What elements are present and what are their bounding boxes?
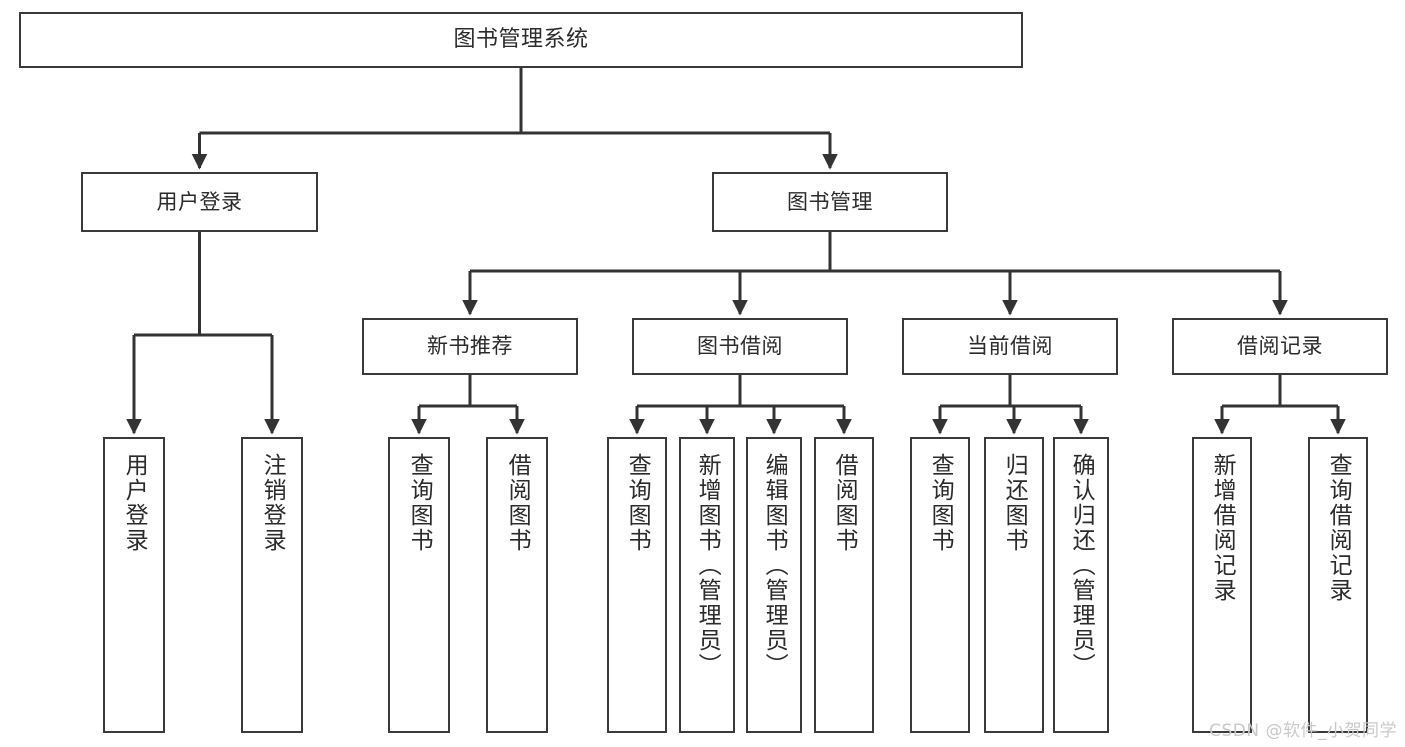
- node-leaf-edit-book-admin[interactable]: 编辑图书（管理员）: [746, 437, 802, 733]
- node-leaf-query-book-1[interactable]: 查询图书: [388, 437, 450, 733]
- node-label: 归还图书: [1001, 453, 1028, 553]
- node-label: 确认归还（管理员）: [1068, 453, 1095, 678]
- watermark: CSDN @软件_小贺同学: [1209, 721, 1397, 741]
- node-label: 用户登录: [156, 189, 243, 214]
- node-leaf-borrow-book-2[interactable]: 借阅图书: [814, 437, 874, 733]
- node-label: 当前借阅: [967, 334, 1053, 359]
- node-borrow-record[interactable]: 借阅记录: [1172, 318, 1388, 375]
- node-leaf-user-login[interactable]: 用户登录: [103, 437, 165, 733]
- node-leaf-return-book[interactable]: 归还图书: [984, 437, 1044, 733]
- node-current-borrow[interactable]: 当前借阅: [902, 318, 1118, 375]
- node-leaf-query-book-2[interactable]: 查询图书: [607, 437, 667, 733]
- node-leaf-query-borrow-record[interactable]: 查询借阅记录: [1308, 437, 1368, 733]
- node-user-login[interactable]: 用户登录: [81, 172, 318, 232]
- node-label: 新增图书（管理员）: [694, 453, 721, 678]
- node-leaf-confirm-return-admin[interactable]: 确认归还（管理员）: [1053, 437, 1109, 733]
- node-label: 查询借阅记录: [1325, 453, 1352, 603]
- node-leaf-add-borrow-record[interactable]: 新增借阅记录: [1192, 437, 1252, 733]
- node-book-borrow[interactable]: 图书借阅: [632, 318, 848, 375]
- node-leaf-query-book-3[interactable]: 查询图书: [910, 437, 970, 733]
- node-leaf-borrow-book-1[interactable]: 借阅图书: [486, 437, 548, 733]
- node-book-manage[interactable]: 图书管理: [712, 172, 948, 232]
- node-label: 查询图书: [406, 453, 433, 553]
- node-label: 借阅记录: [1237, 334, 1323, 359]
- node-label: 借阅图书: [831, 453, 858, 553]
- node-leaf-user-logout[interactable]: 注销登录: [241, 437, 303, 733]
- node-leaf-add-book-admin[interactable]: 新增图书（管理员）: [679, 437, 735, 733]
- node-label: 注销登录: [259, 453, 286, 553]
- node-root-system[interactable]: 图书管理系统: [19, 12, 1023, 68]
- node-label: 用户登录: [121, 453, 148, 553]
- node-label: 图书管理: [787, 189, 873, 214]
- node-label: 新书推荐: [427, 334, 513, 359]
- node-label: 图书借阅: [697, 334, 783, 359]
- node-label: 查询图书: [624, 453, 651, 553]
- node-label: 图书管理系统: [453, 27, 589, 53]
- node-new-book-recommend[interactable]: 新书推荐: [362, 318, 578, 375]
- node-label: 借阅图书: [504, 453, 531, 553]
- node-label: 编辑图书（管理员）: [761, 453, 788, 678]
- node-label: 新增借阅记录: [1209, 453, 1236, 603]
- node-label: 查询图书: [927, 453, 954, 553]
